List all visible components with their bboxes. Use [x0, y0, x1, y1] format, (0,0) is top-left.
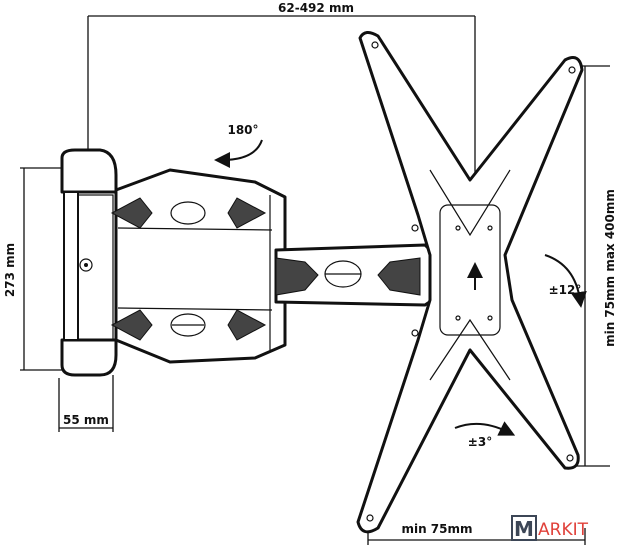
wall-plate-height-label: 273 mm: [3, 243, 17, 297]
vesa-horizontal-dimension: min 75mm: [367, 520, 586, 545]
rotate-indicator: ±3°: [454, 421, 516, 449]
width-dimension: 62-492 mm: [87, 1, 476, 200]
wall-plate-depth-label: 55 mm: [63, 413, 109, 427]
logo-initial: M: [514, 517, 534, 541]
middle-arm: [274, 243, 442, 307]
tilt-indicator: ±12°: [544, 254, 587, 308]
width-range-label: 62-492 mm: [278, 1, 354, 15]
markit-logo: M ARKIT: [511, 515, 589, 541]
swivel-indicator: 180°: [214, 123, 263, 168]
wall-plate-height-dimension: 273 mm: [3, 167, 62, 371]
wall-plate: [60, 148, 118, 377]
logo-text: ARKIT: [538, 520, 589, 540]
vesa-horizontal-label: min 75mm: [401, 522, 472, 536]
vesa-vertical-dimension: min 75mm max 400mm: [575, 65, 617, 467]
rotate-label: ±3°: [468, 435, 492, 449]
wall-plate-depth-dimension: 55 mm: [58, 375, 114, 432]
double-arm: [110, 168, 287, 364]
vesa-vertical-label: min 75mm max 400mm: [603, 189, 617, 347]
tilt-label: ±12°: [549, 283, 582, 297]
swivel-label: 180°: [227, 123, 258, 137]
vesa-plate: [356, 31, 584, 534]
